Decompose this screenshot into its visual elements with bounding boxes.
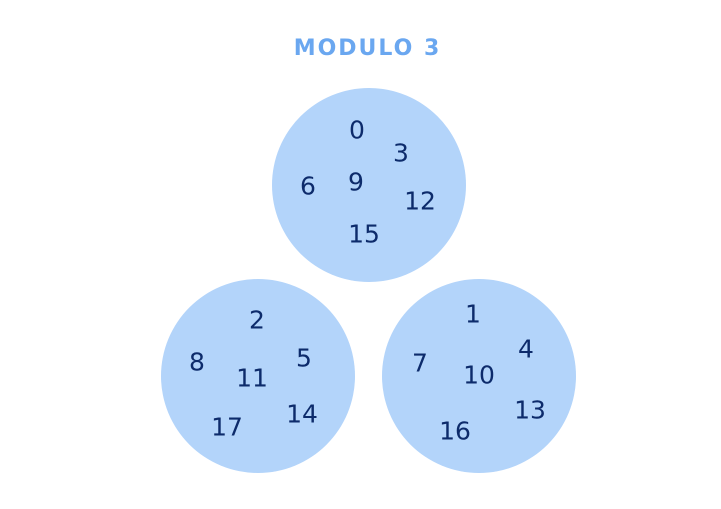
number: 4 bbox=[518, 334, 534, 364]
remainder-0-circle bbox=[272, 88, 466, 282]
diagram-title: MODULO 3 bbox=[293, 36, 442, 61]
number: 15 bbox=[348, 219, 380, 249]
number: 1 bbox=[465, 299, 481, 329]
number: 7 bbox=[412, 348, 428, 378]
number: 3 bbox=[393, 138, 409, 168]
number: 13 bbox=[514, 395, 546, 425]
remainder-1-circle bbox=[382, 279, 576, 473]
number: 9 bbox=[348, 167, 364, 197]
number: 16 bbox=[439, 416, 471, 446]
number: 6 bbox=[300, 171, 316, 201]
number: 10 bbox=[463, 360, 495, 390]
number: 14 bbox=[286, 399, 318, 429]
number: 0 bbox=[349, 115, 365, 145]
number: 8 bbox=[189, 347, 205, 377]
number: 11 bbox=[236, 363, 268, 393]
number: 12 bbox=[404, 186, 436, 216]
number: 17 bbox=[211, 412, 243, 442]
remainder-2-circle bbox=[161, 279, 355, 473]
number: 5 bbox=[296, 343, 312, 373]
number: 2 bbox=[249, 305, 265, 335]
